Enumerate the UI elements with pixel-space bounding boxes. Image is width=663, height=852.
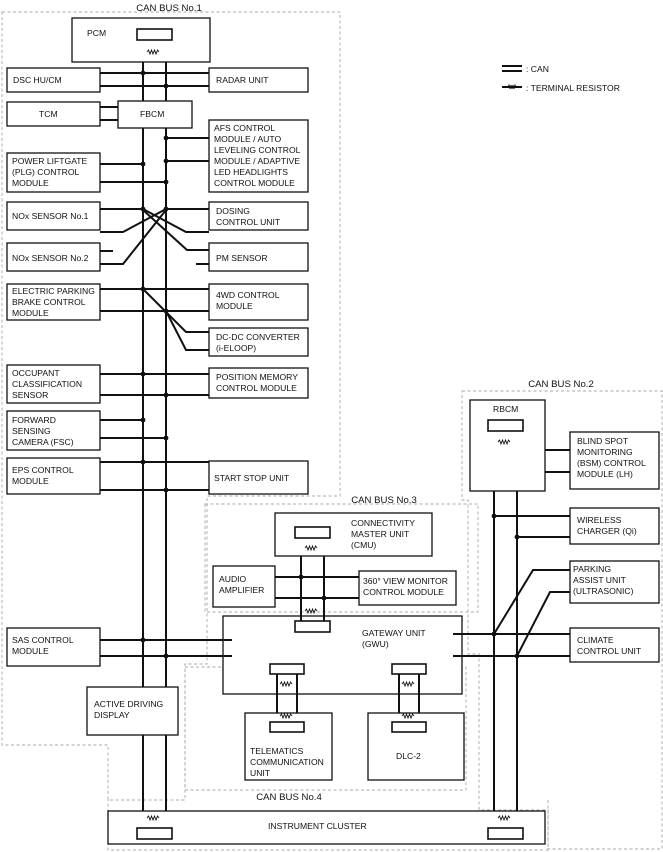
- cluster-label: INSTRUMENT CLUSTER: [268, 821, 367, 831]
- nox1-box[interactable]: [6, 201, 101, 231]
- parking-label: PARKING ASSIST UNIT (ULTRASONIC): [573, 564, 634, 596]
- resistor-zigzag-icon: [146, 814, 160, 822]
- bsm-box[interactable]: [569, 431, 660, 490]
- occupant-label: OCCUPANT CLASSIFICATION SENSOR: [12, 368, 84, 400]
- nox2-label: NOx SENSOR No.2: [12, 253, 89, 263]
- bus2-region: [461, 390, 663, 850]
- bus3-region: [204, 503, 479, 613]
- resistor-zigzag-icon: [497, 438, 511, 446]
- sas-label: SAS CONTROL MODULE: [12, 635, 76, 656]
- nox1-label: NOx SENSOR No.1: [12, 211, 89, 221]
- plg-label: POWER LIFTGATE (PLG) CONTROL MODULE: [12, 156, 90, 188]
- bus4-label: CAN BUS No.4: [256, 792, 322, 803]
- plg-box[interactable]: [6, 152, 101, 193]
- resistor-zigzag-icon: [401, 712, 415, 720]
- dcdc-box[interactable]: [208, 327, 309, 357]
- fbcm-label: FBCM: [140, 109, 164, 119]
- rbcm-box[interactable]: [469, 399, 546, 492]
- fourwd-label: 4WD CONTROL MODULE: [216, 290, 282, 311]
- radar-label: RADAR UNIT: [216, 75, 269, 85]
- epb-box[interactable]: [6, 283, 101, 321]
- terminal-resistor-icon: [269, 721, 305, 733]
- eps-label: EPS CONTROL MODULE: [12, 465, 76, 486]
- startstop-label: START STOP UNIT: [214, 473, 290, 483]
- fbcm-box[interactable]: [117, 100, 193, 129]
- qi-label: WIRELESS CHARGER (Qi): [577, 515, 637, 536]
- dosing-box[interactable]: [208, 201, 309, 231]
- fourwd-box[interactable]: [208, 283, 309, 321]
- view360-label: 360° VIEW MONITOR CONTROL MODULE: [363, 576, 450, 597]
- climate-label: CLIMATE CONTROL UNIT: [577, 635, 642, 656]
- dosing-label: DOSING CONTROL UNIT: [216, 206, 281, 227]
- tcu-label: TELEMATICS COMMUNICATION UNIT: [250, 746, 326, 778]
- resistor-zigzag-icon: [401, 680, 415, 688]
- afs-box[interactable]: [208, 119, 309, 193]
- terminal-resistor-icon: [487, 827, 524, 840]
- module-boxes: [6, 17, 660, 845]
- audio-box[interactable]: [212, 565, 276, 608]
- add-box[interactable]: [86, 686, 179, 736]
- module-labels: PCM DSC HU/CM RADAR UNIT TCM FBCM AFS CO…: [12, 28, 648, 831]
- audio-label: AUDIO AMPLIFIER: [219, 574, 264, 595]
- qi-box[interactable]: [569, 507, 660, 545]
- terminal-resistor-icon: [294, 620, 331, 633]
- terminal-resistor-icon: [391, 663, 427, 675]
- bus1-region: [1, 11, 341, 801]
- posmem-label: POSITION MEMORY CONTROL MODULE: [216, 372, 300, 393]
- resistor-zigzag-icon: [279, 680, 293, 688]
- pcm-label: PCM: [87, 28, 106, 38]
- add-label: ACTIVE DRIVING DISPLAY: [94, 699, 166, 720]
- tcm-box[interactable]: [6, 101, 101, 127]
- cmu-box[interactable]: [274, 512, 433, 557]
- bus1-label: CAN BUS No.1: [136, 3, 202, 14]
- fsc-label: FORWARD SENSING CAMERA (FSC): [12, 415, 74, 447]
- dlc-label: DLC-2: [396, 751, 421, 761]
- resistor-legend-icon: [507, 83, 517, 90]
- junction-dots: [140, 70, 520, 659]
- terminal-resistor-icon: [391, 721, 427, 733]
- startstop-box[interactable]: [208, 460, 309, 495]
- cluster-box[interactable]: [107, 810, 546, 845]
- legend-can-text: : CAN: [526, 64, 549, 74]
- epb-label: ELECTRIC PARKING BRAKE CONTROL MODULE: [12, 286, 97, 318]
- legend: : CAN : TERMINAL RESISTOR: [502, 64, 620, 93]
- tcm-label: TCM: [39, 109, 58, 119]
- eps-box[interactable]: [6, 457, 101, 495]
- rbcm-label: RBCM: [493, 404, 518, 414]
- gwu-label: GATEWAY UNIT (GWU): [362, 628, 428, 649]
- dcdc-label: DC-DC CONVERTER (i-ELOOP): [216, 332, 302, 353]
- resistor-zigzag-icon: [304, 607, 318, 615]
- dsc-box[interactable]: [6, 67, 101, 93]
- occupant-box[interactable]: [6, 364, 101, 404]
- dsc-label: DSC HU/CM: [13, 75, 62, 85]
- terminal-resistor-icon: [487, 419, 524, 432]
- afs-label: AFS CONTROL MODULE / AUTO LEVELING CONTR…: [214, 123, 303, 188]
- terminal-resistor-icon: [136, 28, 173, 41]
- resistor-zigzag-icon: [304, 544, 318, 552]
- pm-box[interactable]: [208, 242, 309, 272]
- fsc-box[interactable]: [6, 410, 101, 451]
- climate-box[interactable]: [569, 627, 660, 663]
- resistor-zigzag-icon: [279, 712, 293, 720]
- sas-box[interactable]: [6, 627, 101, 667]
- terminal-resistor-icon: [294, 526, 331, 539]
- terminal-resistors: [136, 28, 524, 840]
- bus3-label: CAN BUS No.3: [351, 495, 417, 506]
- view360-box[interactable]: [358, 570, 457, 606]
- legend-resistor-text: : TERMINAL RESISTOR: [526, 83, 620, 93]
- cmu-label: CONNECTIVITY MASTER UNIT (CMU): [351, 518, 417, 550]
- bus2-label: CAN BUS No.2: [528, 379, 594, 390]
- bsm-label: BLIND SPOT MONITORING (BSM) CONTROL MODU…: [577, 436, 648, 479]
- terminal-resistor-icon: [269, 663, 305, 675]
- radar-box[interactable]: [208, 67, 309, 93]
- resistor-zigzag-icon: [146, 48, 160, 56]
- nox2-box[interactable]: [6, 242, 101, 272]
- parking-box[interactable]: [569, 560, 660, 604]
- terminal-resistor-icon: [136, 827, 173, 840]
- pm-label: PM SENSOR: [216, 253, 268, 263]
- posmem-box[interactable]: [208, 367, 309, 399]
- cluster-region-outline: [107, 798, 549, 851]
- resistor-zigzag-icon: [497, 814, 511, 822]
